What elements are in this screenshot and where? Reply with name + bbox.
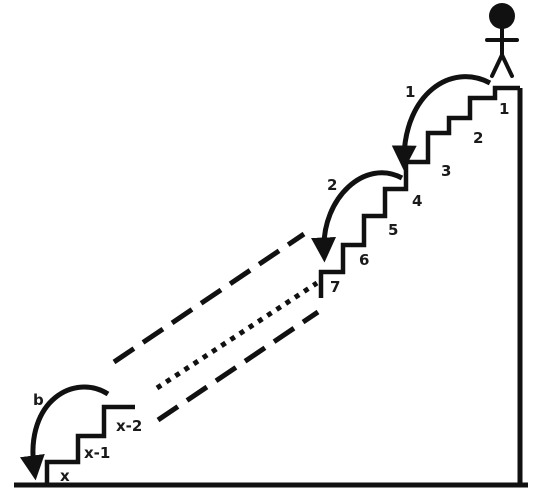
lower-dashed-line	[158, 312, 318, 420]
middle-dotted-line	[157, 283, 317, 388]
step-label: 7	[330, 278, 340, 296]
step-label: x	[60, 467, 70, 485]
step-label: 1	[499, 100, 509, 118]
jump-label: 1	[405, 83, 415, 101]
step-label: x-2	[116, 417, 142, 435]
step-label: 5	[388, 221, 398, 239]
step-label: 6	[359, 251, 369, 269]
step-label: 4	[412, 192, 422, 210]
jump-label: 2	[327, 176, 337, 194]
step-label: 3	[441, 162, 451, 180]
jump-label: b	[33, 391, 44, 409]
stick-figure-icon	[487, 3, 517, 76]
step-label: 2	[473, 129, 483, 147]
step-label: x-1	[84, 444, 110, 462]
